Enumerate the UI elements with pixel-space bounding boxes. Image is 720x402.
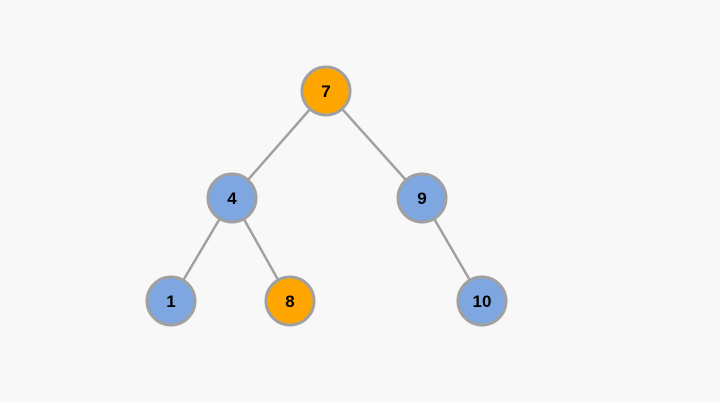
tree-node-10[interactable]: 10	[456, 275, 508, 327]
tree-node-4[interactable]: 4	[206, 172, 258, 224]
tree-node-label-1: 1	[166, 292, 175, 311]
tree-node-9[interactable]: 9	[396, 172, 448, 224]
tree-node-label-10: 10	[473, 292, 492, 311]
tree-node-label-4: 4	[227, 189, 237, 208]
tree-node-7[interactable]: 7	[300, 65, 352, 117]
tree-node-circle-7[interactable]	[300, 65, 352, 117]
tree-node-label-7: 7	[321, 82, 330, 101]
tree-node-label-8: 8	[285, 292, 294, 311]
tree-node-circle-8[interactable]	[264, 275, 316, 327]
tree-node-1[interactable]: 1	[145, 275, 197, 327]
tree-node-label-9: 9	[417, 189, 426, 208]
tree-node-8[interactable]: 8	[264, 275, 316, 327]
tree-node-circle-9[interactable]	[396, 172, 448, 224]
tree-node-circle-1[interactable]	[145, 275, 197, 327]
tree-node-circle-10[interactable]	[456, 275, 508, 327]
tree-node-circle-4[interactable]	[206, 172, 258, 224]
